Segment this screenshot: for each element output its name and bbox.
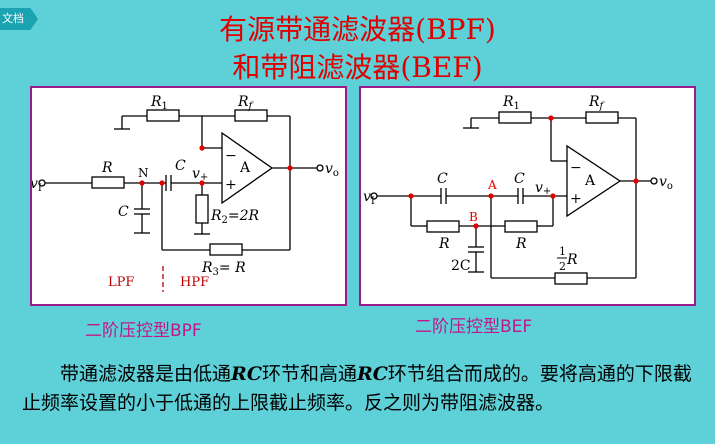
bpf-lpf-label: LPF bbox=[108, 275, 134, 290]
bpf-amp-label: A bbox=[239, 160, 251, 176]
bpf-r-series-label: R bbox=[101, 160, 113, 176]
bef-vplus-label: v+ bbox=[535, 180, 551, 197]
bef-vout-label: vo bbox=[659, 174, 673, 192]
bpf-hpf-label: HPF bbox=[180, 275, 209, 290]
bpf-vin-label: vI bbox=[32, 176, 42, 194]
bpf-vout-label: vo bbox=[325, 161, 339, 179]
bef-half-den: 2 bbox=[559, 260, 566, 273]
bpf-r2-label: R2=2R bbox=[210, 208, 260, 226]
body-paragraph: 带通滤波器是由低通RC环节和高通RC环节组合而成的。要将高通的下限截止频率设置的… bbox=[22, 360, 698, 418]
bef-r-left-label: R bbox=[438, 236, 450, 252]
bef-c1-label: C bbox=[437, 171, 448, 187]
bef-half-r-label: R bbox=[566, 252, 578, 268]
bpf-caption: 二阶压控型BPF bbox=[85, 321, 202, 341]
bef-vin-label: vI bbox=[363, 189, 375, 207]
bpf-r1-label: R1 bbox=[150, 94, 168, 112]
bef-rf-label: Rf bbox=[588, 94, 606, 112]
bpf-circuit-panel: R1 Rf A − + vI vo R N C v+ C R2=2R R3= R… bbox=[30, 86, 347, 306]
title-line-1: 有源带通滤波器(BPF) bbox=[219, 13, 496, 46]
body-rc-2: RC bbox=[356, 363, 388, 385]
bpf-vplus-label: v+ bbox=[192, 166, 208, 183]
bef-half-num: 1 bbox=[559, 245, 566, 258]
bef-r-right-label: R bbox=[515, 236, 527, 252]
bpf-r3-label: R3= R bbox=[201, 260, 246, 278]
bef-node-a-label: A bbox=[487, 178, 497, 192]
bef-minus-label: − bbox=[570, 160, 582, 176]
bpf-rf-label: Rf bbox=[237, 94, 255, 112]
bpf-node-n-label: N bbox=[138, 166, 149, 180]
bpf-circuit-diagram: R1 Rf A − + vI vo R N C v+ C R2=2R R3= R… bbox=[32, 94, 339, 292]
badge-tab[interactable]: 文档 bbox=[0, 8, 38, 30]
body-text-1: 带通滤波器是由低通 bbox=[60, 363, 232, 385]
bef-circuit-panel: R1 Rf A − + vI vo C C v+ R R 2C 1 2 R A … bbox=[359, 86, 696, 306]
bef-amp-label: A bbox=[584, 173, 596, 189]
body-rc-1: RC bbox=[231, 363, 262, 385]
bef-r1-label: R1 bbox=[502, 94, 520, 112]
bef-2c-label: 2C bbox=[451, 258, 471, 274]
bef-circuit-diagram: R1 Rf A − + vI vo C C v+ R R 2C 1 2 R A … bbox=[363, 94, 673, 285]
body-text-3: 环节组合而成的。要将高通的下限截止频率设置的小于低通的上限截止频率。反之则为带阻… bbox=[22, 363, 692, 414]
bef-plus-label: + bbox=[570, 191, 582, 207]
body-text-2: 环节和高通 bbox=[261, 363, 357, 385]
title-line-2: 和带阻滤波器(BEF) bbox=[232, 51, 483, 84]
bpf-c-series-label: C bbox=[175, 158, 186, 174]
bpf-c-shunt-label: C bbox=[118, 204, 129, 220]
bpf-plus-label: + bbox=[225, 177, 237, 193]
bef-node-b-label: B bbox=[469, 210, 478, 224]
bpf-minus-label: − bbox=[225, 148, 237, 164]
bef-c2-label: C bbox=[514, 171, 525, 187]
bef-caption: 二阶压控型BEF bbox=[415, 317, 533, 337]
